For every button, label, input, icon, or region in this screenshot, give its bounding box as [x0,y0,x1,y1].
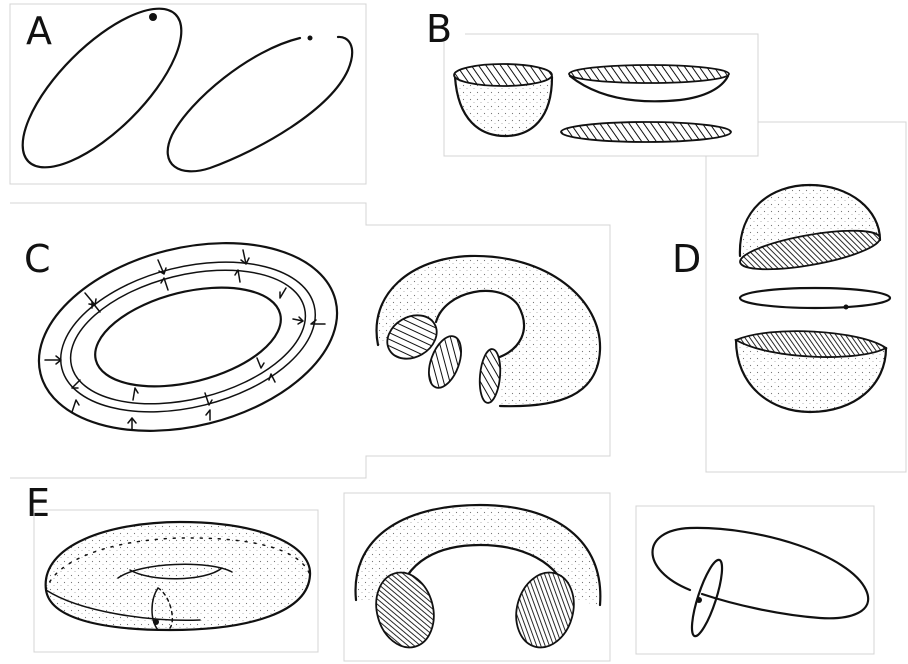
annulus-mid-inner [57,248,320,426]
annulus-outer [19,214,357,460]
panel-c-label: C [24,237,51,281]
panel-e: E [26,481,874,661]
panel-d-frame [706,122,906,472]
annulus-mid-outer [45,238,331,437]
panel-a: A [0,0,366,191]
flat-disc [561,122,731,142]
equator-loop [740,288,890,308]
small-loop [686,557,728,639]
torus-point [153,619,159,625]
cut-face-right [478,348,503,404]
bowl-cap [454,64,552,86]
panel-d-label: D [672,237,701,281]
panel-b: B [420,2,758,156]
large-loop [653,528,869,618]
equator-point [844,305,849,310]
panel-a-frame [10,4,366,184]
panel-d: D [672,122,906,472]
panel-c: C [10,203,610,478]
panel-e-label: E [26,481,50,525]
linking-point [696,597,702,603]
inward-arrows [45,250,325,430]
panel-b-label: B [426,7,452,51]
open-loop-point [308,36,313,41]
open-loop [168,37,352,171]
loop-point [149,13,157,21]
dish-cap [569,65,729,83]
panel-a-label: A [26,9,52,53]
